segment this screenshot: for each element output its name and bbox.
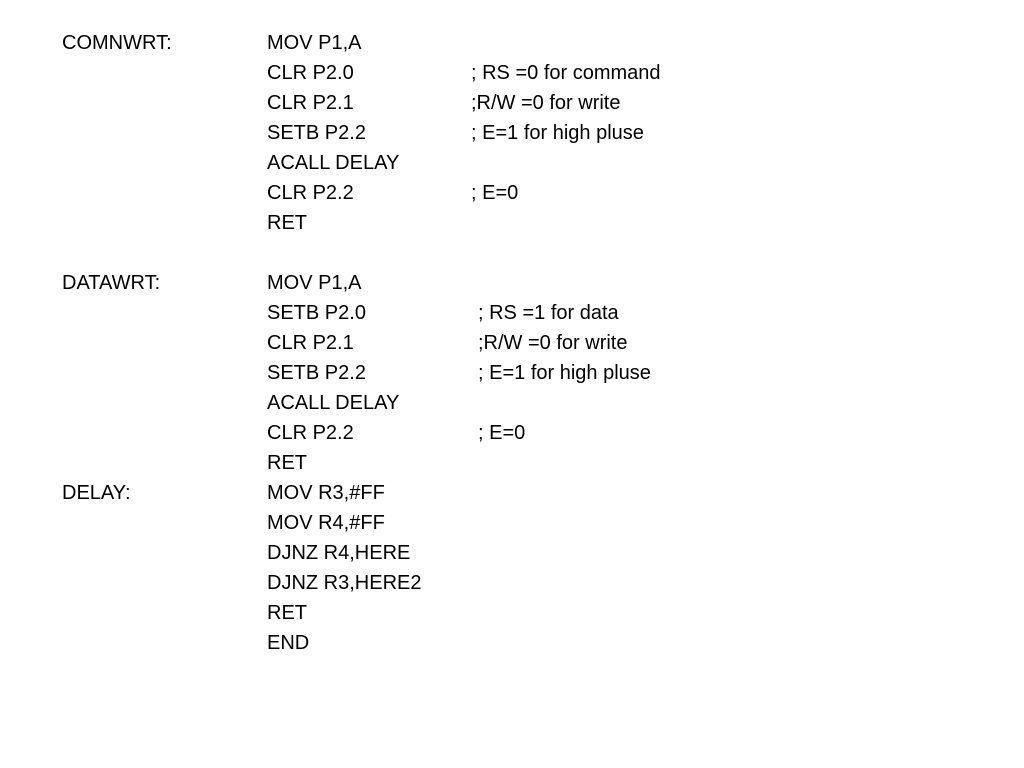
code-comment: ;R/W =0 for write xyxy=(471,92,621,114)
code-comment: ; E=1 for high pluse xyxy=(471,122,644,144)
instruction: END xyxy=(267,632,310,654)
code-line: CLR P2.2 ; E=0 xyxy=(0,178,1024,208)
routine-label: DATAWRT: xyxy=(62,272,161,294)
code-line-delay: DELAY: MOV R3,#FF xyxy=(0,478,1024,508)
code-line-datawrt: DATAWRT: MOV P1,A xyxy=(0,268,1024,298)
instruction: CLR P2.2 xyxy=(267,182,354,204)
code-line: RET xyxy=(0,208,1024,238)
instruction: CLR P2.1 xyxy=(267,332,354,354)
code-line: MOV R4,#FF xyxy=(0,508,1024,538)
instruction: RET xyxy=(267,452,307,474)
code-line-comnwrt: COMNWRT: MOV P1,A xyxy=(0,28,1024,58)
instruction: DJNZ R3,HERE2 xyxy=(267,572,422,594)
routine-label: DELAY: xyxy=(62,482,131,504)
code-line: DJNZ R4,HERE xyxy=(0,538,1024,568)
code-line: SETB P2.0 ; RS =1 for data xyxy=(0,298,1024,328)
code-line: END xyxy=(0,628,1024,658)
code-line: ACALL DELAY xyxy=(0,388,1024,418)
instruction: RET xyxy=(267,602,307,624)
instruction: SETB P2.2 xyxy=(267,362,366,384)
instruction: MOV R3,#FF xyxy=(267,482,385,504)
instruction: SETB P2.2 xyxy=(267,122,366,144)
instruction: SETB P2.0 xyxy=(267,302,366,324)
code-line: ACALL DELAY xyxy=(0,148,1024,178)
instruction: CLR P2.2 xyxy=(267,422,354,444)
instruction: CLR P2.0 xyxy=(267,62,354,84)
code-line: SETB P2.2 ; E=1 for high pluse xyxy=(0,118,1024,148)
routine-label: COMNWRT: xyxy=(62,32,172,54)
instruction: RET xyxy=(267,212,307,234)
code-comment: ; RS =0 for command xyxy=(471,62,661,84)
code-comment: ; RS =1 for data xyxy=(478,302,619,324)
instruction: ACALL DELAY xyxy=(267,152,400,174)
code-line: SETB P2.2 ; E=1 for high pluse xyxy=(0,358,1024,388)
code-comment: ;R/W =0 for write xyxy=(478,332,628,354)
code-line: RET xyxy=(0,448,1024,478)
code-comment: ; E=0 xyxy=(471,182,519,204)
code-line: CLR P2.1 ;R/W =0 for write xyxy=(0,88,1024,118)
instruction: MOV P1,A xyxy=(267,272,362,294)
instruction: ACALL DELAY xyxy=(267,392,400,414)
code-line: CLR P2.0 ; RS =0 for command xyxy=(0,58,1024,88)
instruction: MOV R4,#FF xyxy=(267,512,385,534)
code-comment: ; E=0 xyxy=(478,422,526,444)
code-line: CLR P2.2 ; E=0 xyxy=(0,418,1024,448)
code-line: RET xyxy=(0,598,1024,628)
code-line: CLR P2.1 ;R/W =0 for write xyxy=(0,328,1024,358)
instruction: CLR P2.1 xyxy=(267,92,354,114)
code-line: DJNZ R3,HERE2 xyxy=(0,568,1024,598)
code-comment: ; E=1 for high pluse xyxy=(478,362,651,384)
instruction: DJNZ R4,HERE xyxy=(267,542,411,564)
instruction: MOV P1,A xyxy=(267,32,362,54)
